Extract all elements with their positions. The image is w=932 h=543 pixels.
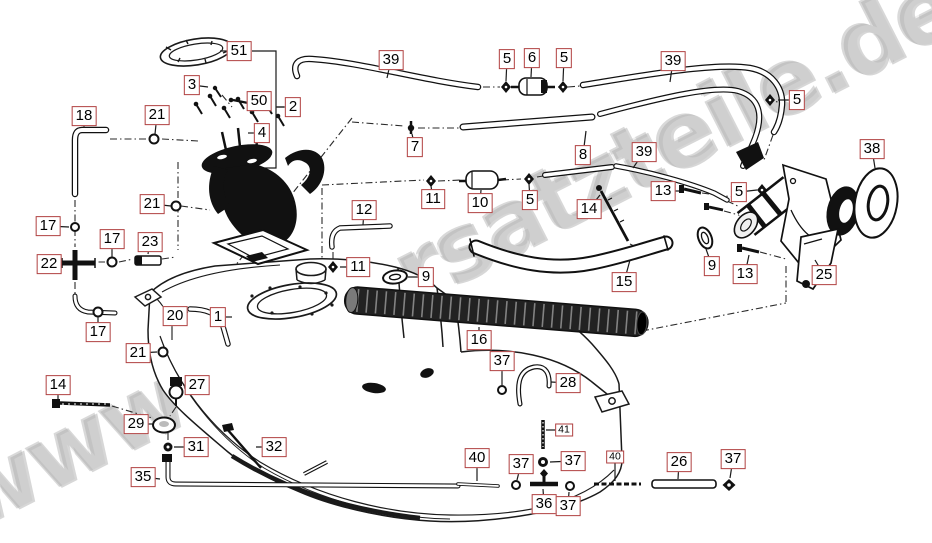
part-label-13-32[interactable]: 13 [732, 264, 758, 284]
part-label-40-49[interactable]: 40 [464, 448, 490, 468]
part-label-39-7[interactable]: 39 [378, 50, 404, 70]
part-label-17-37[interactable]: 17 [85, 322, 111, 342]
part-label-36-55[interactable]: 36 [531, 494, 557, 514]
part-label-35-48[interactable]: 35 [130, 467, 156, 487]
part-label-3-1[interactable]: 3 [183, 75, 201, 95]
part-label-10-20[interactable]: 10 [467, 193, 493, 213]
part-label-22-28[interactable]: 22 [36, 254, 62, 274]
part-label-41-46[interactable]: 41 [555, 423, 573, 437]
part-label-21-5[interactable]: 21 [144, 105, 170, 125]
part-label-11-29[interactable]: 11 [346, 257, 370, 277]
part-label-14-42[interactable]: 14 [45, 375, 71, 395]
part-label-39-11[interactable]: 39 [660, 51, 686, 71]
part-label-32-47[interactable]: 32 [261, 437, 287, 457]
part-label-5-8[interactable]: 5 [498, 49, 516, 69]
pump-gasket [159, 37, 233, 67]
small-parts [52, 77, 775, 491]
part-label-5-21[interactable]: 5 [521, 190, 539, 210]
part-label-18-4[interactable]: 18 [71, 106, 97, 126]
part-label-21-38[interactable]: 21 [125, 343, 151, 363]
part-label-15-34[interactable]: 15 [611, 272, 637, 292]
part-label-12-24[interactable]: 12 [351, 200, 377, 220]
part-label-27-43[interactable]: 27 [184, 375, 210, 395]
part-label-4-6[interactable]: 4 [253, 123, 271, 143]
part-label-37-56[interactable]: 37 [555, 496, 581, 516]
part-label-7-13[interactable]: 7 [406, 137, 424, 157]
part-label-5-12[interactable]: 5 [788, 90, 806, 110]
part-label-9-31[interactable]: 9 [703, 256, 721, 276]
corrugated-hose [343, 286, 649, 338]
part-label-38-16[interactable]: 38 [859, 139, 885, 159]
part-label-51-0[interactable]: 51 [226, 41, 252, 61]
part-label-1-36[interactable]: 1 [209, 307, 227, 327]
part-label-16-39[interactable]: 16 [466, 330, 492, 350]
part-label-17-26[interactable]: 17 [99, 229, 125, 249]
part-label-28-41[interactable]: 28 [555, 373, 581, 393]
hoses [71, 55, 786, 489]
part-label-37-54[interactable]: 37 [720, 449, 746, 469]
part-label-50-2[interactable]: 50 [246, 91, 272, 111]
part-label-26-53[interactable]: 26 [666, 452, 692, 472]
part-label-5-10[interactable]: 5 [555, 48, 573, 68]
part-label-13-17[interactable]: 13 [650, 181, 676, 201]
part-label-31-45[interactable]: 31 [183, 437, 209, 457]
part-label-21-23[interactable]: 21 [139, 194, 165, 214]
part-label-8-14[interactable]: 8 [574, 145, 592, 165]
part-label-11-19[interactable]: 11 [421, 189, 445, 209]
fuel-pump-assembly [193, 85, 325, 266]
part-label-6-9[interactable]: 6 [523, 48, 541, 68]
part-label-9-30[interactable]: 9 [417, 267, 435, 287]
part-label-17-25[interactable]: 17 [35, 216, 61, 236]
part-label-37-50[interactable]: 37 [508, 454, 534, 474]
part-label-39-15[interactable]: 39 [631, 142, 657, 162]
part-label-20-35[interactable]: 20 [162, 306, 188, 326]
part-label-29-44[interactable]: 29 [123, 414, 149, 434]
part-label-14-22[interactable]: 14 [576, 199, 602, 219]
part-label-37-51[interactable]: 37 [560, 451, 586, 471]
part-label-5-18[interactable]: 5 [730, 182, 748, 202]
part-label-37-40[interactable]: 37 [489, 351, 515, 371]
part-label-25-33[interactable]: 25 [811, 265, 837, 285]
part-label-2-3[interactable]: 2 [284, 97, 302, 117]
part-label-40-52[interactable]: 40 [606, 450, 624, 464]
filler-neck-assembly [733, 142, 899, 291]
part-label-23-27[interactable]: 23 [137, 232, 163, 252]
